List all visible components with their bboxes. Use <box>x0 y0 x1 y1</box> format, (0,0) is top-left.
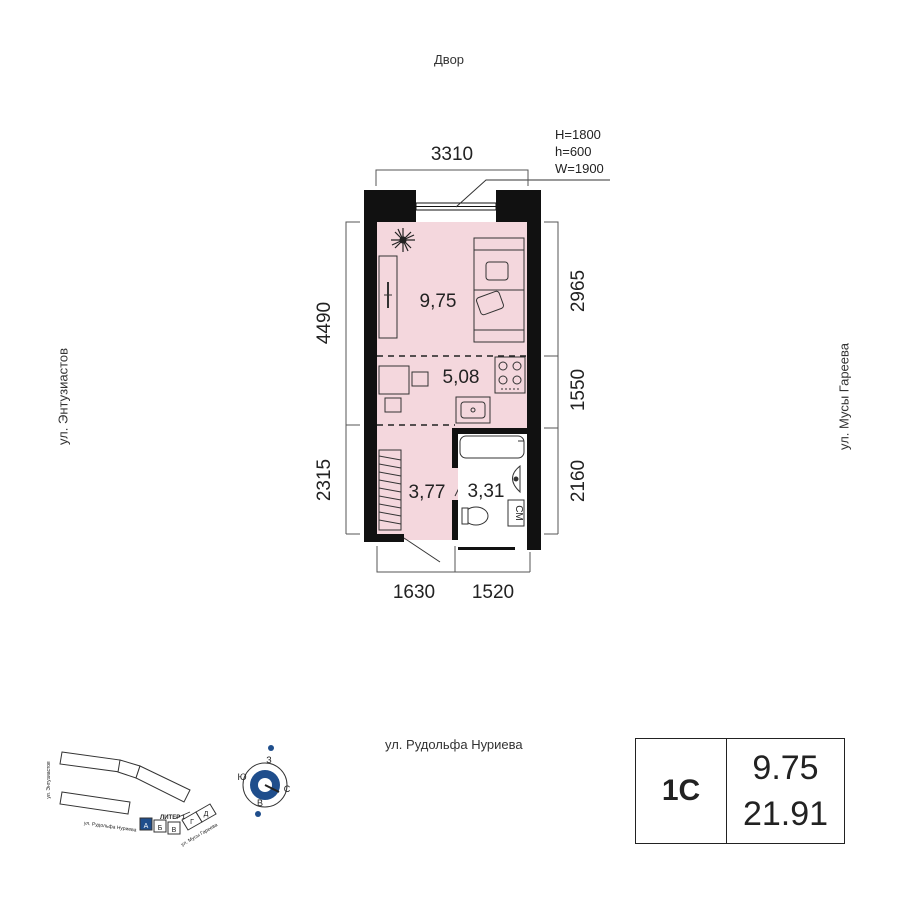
site-liter-leader <box>175 811 191 819</box>
dimension-lines <box>345 169 559 573</box>
living-area: 9.75 <box>752 749 819 787</box>
window-sill: h=600 <box>555 144 592 159</box>
apartment-areas: 9.75 21.91 <box>727 739 844 843</box>
dim-bottom-1: 1630 <box>393 582 435 603</box>
dim-right-2: 1550 <box>568 369 589 411</box>
dim-bottom-2: 1520 <box>472 582 514 603</box>
apartment-info: 1С 9.75 21.91 <box>635 738 845 844</box>
apartment-type: 1С <box>636 739 727 843</box>
dim-right-1: 2965 <box>568 270 589 312</box>
area-hall: 3,77 <box>409 482 446 503</box>
window-width: W=1900 <box>555 161 604 176</box>
site-street-2: ул. Рудольфа Нуриева <box>84 820 137 833</box>
site-section-g: Г <box>190 819 194 826</box>
site-section-v: В <box>172 827 177 834</box>
bathroom-fixtures <box>458 434 527 547</box>
compass-east: С <box>284 784 291 794</box>
stove-icon <box>494 356 526 394</box>
hall-wardrobe <box>378 449 402 531</box>
total-area: 21.91 <box>742 795 829 833</box>
site-section-a: А <box>144 823 149 830</box>
entrance-door <box>403 537 441 563</box>
area-bath: 3,31 <box>468 481 505 502</box>
site-section-d: Д <box>204 811 209 818</box>
dim-left-upper: 4490 <box>314 302 335 344</box>
site-street-1: ул. Энтузиастов <box>46 761 52 799</box>
yard-label: Двор <box>434 52 465 67</box>
compass-north: З <box>266 755 271 765</box>
plant-icon <box>391 228 415 252</box>
dim-right-3: 2160 <box>568 460 589 502</box>
site-section-b: Б <box>158 825 163 832</box>
compass-west: Ю <box>237 772 246 782</box>
site-plan <box>59 751 217 835</box>
window-leader <box>455 179 610 208</box>
compass-icon <box>242 745 288 817</box>
area-living: 9,75 <box>420 291 457 312</box>
washer-label: СМ <box>513 505 524 520</box>
dining-table <box>378 365 429 413</box>
compass-south: В <box>257 798 263 808</box>
dim-top: 3310 <box>431 144 473 165</box>
dim-left-lower: 2315 <box>314 459 335 501</box>
kitchen-sink-icon <box>455 396 491 424</box>
site-liter: ЛИТЕР 1 <box>160 815 186 821</box>
window-height: H=1800 <box>555 127 601 142</box>
wardrobe <box>378 255 398 339</box>
area-kitchen: 5,08 <box>443 367 480 388</box>
sofa <box>473 237 525 343</box>
street-bottom-label: ул. Рудольфа Нуриева <box>385 737 523 752</box>
